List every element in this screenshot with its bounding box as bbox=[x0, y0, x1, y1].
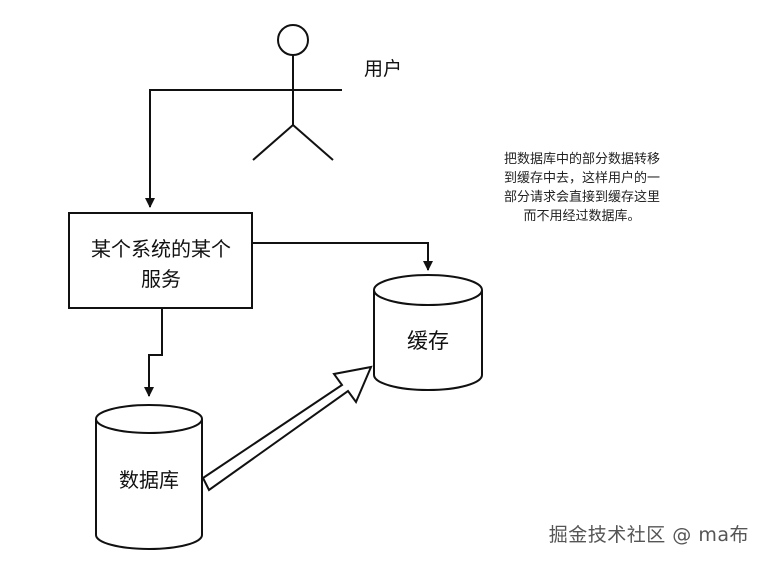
annotation-line-3: 部分请求会直接到缓存这里 bbox=[503, 190, 660, 205]
annotation-line-2: 到缓存中去，这样用户的一 bbox=[503, 171, 660, 186]
actor-left-leg bbox=[252, 124, 294, 161]
actor-head bbox=[277, 24, 309, 56]
cache-cylinder bbox=[373, 274, 483, 391]
user-actor-icon bbox=[245, 24, 342, 161]
database-label: 数据库 bbox=[119, 468, 179, 492]
annotation-line-1: 把数据库中的部分数据转移 bbox=[503, 152, 660, 167]
user-to-service-arrow bbox=[145, 89, 245, 208]
service-to-database-arrow bbox=[144, 308, 163, 397]
annotation-line-4: 而不用经过数据库。 bbox=[523, 209, 641, 224]
database-cylinder bbox=[95, 404, 203, 550]
service-label-line1: 某个系统的某个 bbox=[91, 237, 231, 261]
actor-label: 用户 bbox=[364, 58, 402, 80]
service-box bbox=[68, 212, 253, 309]
cache-label: 缓存 bbox=[407, 329, 449, 353]
service-label-line2: 服务 bbox=[141, 267, 181, 291]
service-to-cache-arrow bbox=[252, 242, 433, 271]
annotation-note: 把数据库中的部分数据转移 到缓存中去，这样用户的一 部分请求会直接到缓存这里 而… bbox=[462, 150, 702, 226]
actor-right-leg bbox=[292, 124, 334, 161]
watermark: 掘金技术社区 @ ma布 bbox=[548, 524, 749, 546]
database-to-cache-transfer-arrow bbox=[201, 365, 373, 492]
